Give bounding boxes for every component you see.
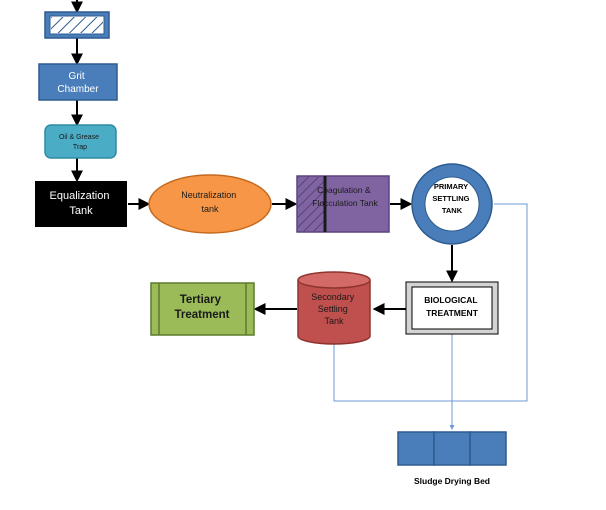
svg-text:Tertiary Treatment: Tertiary Treatment: [175, 294, 230, 321]
svg-text:Grit Chamber: Grit Chamber: [57, 71, 99, 95]
equalization-label-1: Equalization: [50, 190, 110, 202]
coagulation-label-2: Flocculation Tank: [312, 198, 378, 208]
grit-chamber: Grit Chamber: [38, 63, 118, 101]
tertiary-label-1: Tertiary: [180, 294, 222, 306]
svg-text:Neutralization tank: Neutralization tank: [181, 190, 239, 214]
primary-label-2: SETTLING: [432, 194, 469, 203]
svg-text:BIOLOGICAL TREATMENT: BIOLOGICAL TREATMENT: [424, 295, 480, 318]
coagulation-flocculation-tank: Coagulation & Flocculation Tank: [296, 175, 390, 233]
equalization-tank: Equalization Tank: [35, 181, 127, 227]
neutralization-label-1: Neutralization: [181, 190, 236, 200]
svg-text:Secondary Settling: Secondary Settling Tank: [311, 292, 357, 326]
secondary-settling-tank: Secondary Settling Tank: [297, 271, 371, 345]
svg-text:Coagulation & Flocculati: Coagulation & Flocculation Tank: [312, 185, 378, 208]
coagulation-label-1: Coagulation &: [317, 185, 371, 195]
primary-settling-tank: PRIMARY SETTLING TANK: [411, 163, 493, 245]
secondary-label-1: Secondary: [311, 292, 355, 302]
primary-label-1: PRIMARY: [434, 182, 468, 191]
neutralization-tank: Neutralization tank: [148, 174, 272, 234]
oil-grease-trap: Oil & Grease Trap: [44, 124, 117, 159]
grit-chamber-label-2: Chamber: [57, 84, 99, 95]
svg-text:PRIMARY SETTLING T: PRIMARY SETTLING TANK: [432, 182, 471, 215]
oil-grease-label-2: Trap: [73, 144, 87, 151]
svg-text:Equalization Tank: Equalization Tank: [50, 190, 113, 217]
sludge-line-primary: [452, 203, 528, 402]
svg-text:Oil & Grease Trap: Oil & Grease Trap: [59, 134, 101, 151]
biological-label-1: BIOLOGICAL: [424, 295, 477, 305]
screen: [44, 11, 110, 39]
biological-label-2: TREATMENT: [426, 308, 479, 318]
secondary-label-3: Tank: [324, 316, 344, 326]
neutralization-label-2: tank: [201, 204, 219, 214]
sludge-drying-bed: Sludge Drying Bed: [397, 431, 507, 486]
equalization-label-2: Tank: [69, 205, 93, 217]
flow-arrows: [71, 0, 458, 315]
secondary-label-2: Settling: [318, 304, 348, 314]
oil-grease-label-1: Oil & Grease: [59, 134, 99, 141]
primary-label-3: TANK: [442, 206, 463, 215]
tertiary-label-2: Treatment: [175, 309, 230, 321]
sludge-drying-bed-label: Sludge Drying Bed: [414, 476, 490, 486]
tertiary-treatment: Tertiary Treatment: [150, 282, 255, 336]
sludge-line-secondary: [333, 344, 452, 402]
biological-treatment: BIOLOGICAL TREATMENT: [405, 281, 499, 335]
grit-chamber-label-1: Grit: [69, 71, 85, 82]
sludge-lines: [333, 203, 528, 430]
